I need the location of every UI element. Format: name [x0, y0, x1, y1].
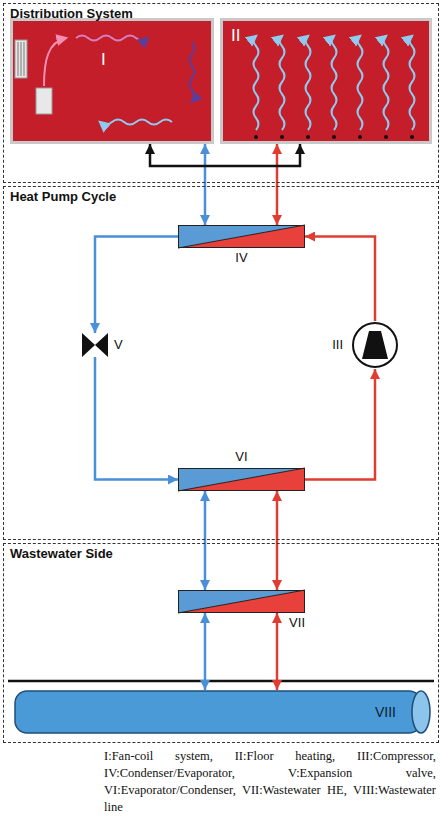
- flow-arrow: [95, 237, 178, 334]
- air-flow-arrow: [190, 42, 195, 102]
- heat-exchanger: VII: [178, 590, 305, 613]
- air-flow-arrow: [76, 36, 148, 41]
- room: II: [220, 18, 432, 144]
- heat-exchanger-shape: [178, 225, 305, 248]
- flow-arrow: [276, 144, 279, 225]
- system-region: IIIDistribution System: [3, 3, 439, 183]
- expansion-valve-shape: [82, 333, 108, 357]
- part-number: VIII: [375, 704, 396, 720]
- heat-rise-arrows: [254, 36, 415, 130]
- ground-line: [8, 680, 434, 683]
- fan-coil-unit: [36, 88, 52, 114]
- heat-exchanger: IV: [178, 225, 305, 248]
- air-flow-arrow: [44, 38, 66, 86]
- part-number: III: [332, 338, 343, 353]
- system-region: VII VIII Wastewater Side: [3, 543, 439, 743]
- compressor-shape: [351, 321, 399, 369]
- region-heading: Distribution System: [10, 7, 133, 22]
- flow-arrow: [276, 491, 279, 590]
- room-fill: [223, 21, 429, 141]
- room-fill: [13, 21, 211, 141]
- floor-pipes: [254, 135, 414, 139]
- part-number: IV: [235, 251, 247, 266]
- flow-arrow: [204, 491, 207, 590]
- part-number: VII: [289, 616, 305, 631]
- part-number: V: [114, 338, 123, 353]
- wastewater-pipe-shape: [14, 690, 432, 734]
- caption: I:Fan-coil system, II:Floor heating, III…: [104, 748, 436, 816]
- part-number: II: [231, 27, 240, 45]
- expansion-valve: V: [82, 333, 108, 357]
- flow-arrow: [276, 613, 279, 690]
- air-flow-arrow: [100, 120, 172, 125]
- part-number: VI: [235, 450, 247, 465]
- flow-arrow: [305, 369, 375, 480]
- flow-arrow: [204, 144, 207, 225]
- system-region: IV V III VI Heat Pump Cycle: [3, 186, 439, 540]
- wastewater-pipe: VIII: [14, 690, 432, 734]
- heat-exchanger: VI: [178, 468, 305, 491]
- room: I: [10, 18, 214, 144]
- heat-exchanger-shape: [178, 590, 305, 613]
- flow-arrow: [150, 144, 300, 166]
- flow-arrow: [305, 237, 375, 322]
- region-heading: Heat Pump Cycle: [10, 190, 116, 205]
- part-number: I: [101, 51, 106, 69]
- heat-exchanger-shape: [178, 468, 305, 491]
- flow-arrow: [204, 613, 207, 690]
- radiator: [15, 40, 27, 78]
- compressor: III: [351, 321, 399, 369]
- flow-arrow: [95, 357, 178, 480]
- region-heading: Wastewater Side: [10, 547, 113, 562]
